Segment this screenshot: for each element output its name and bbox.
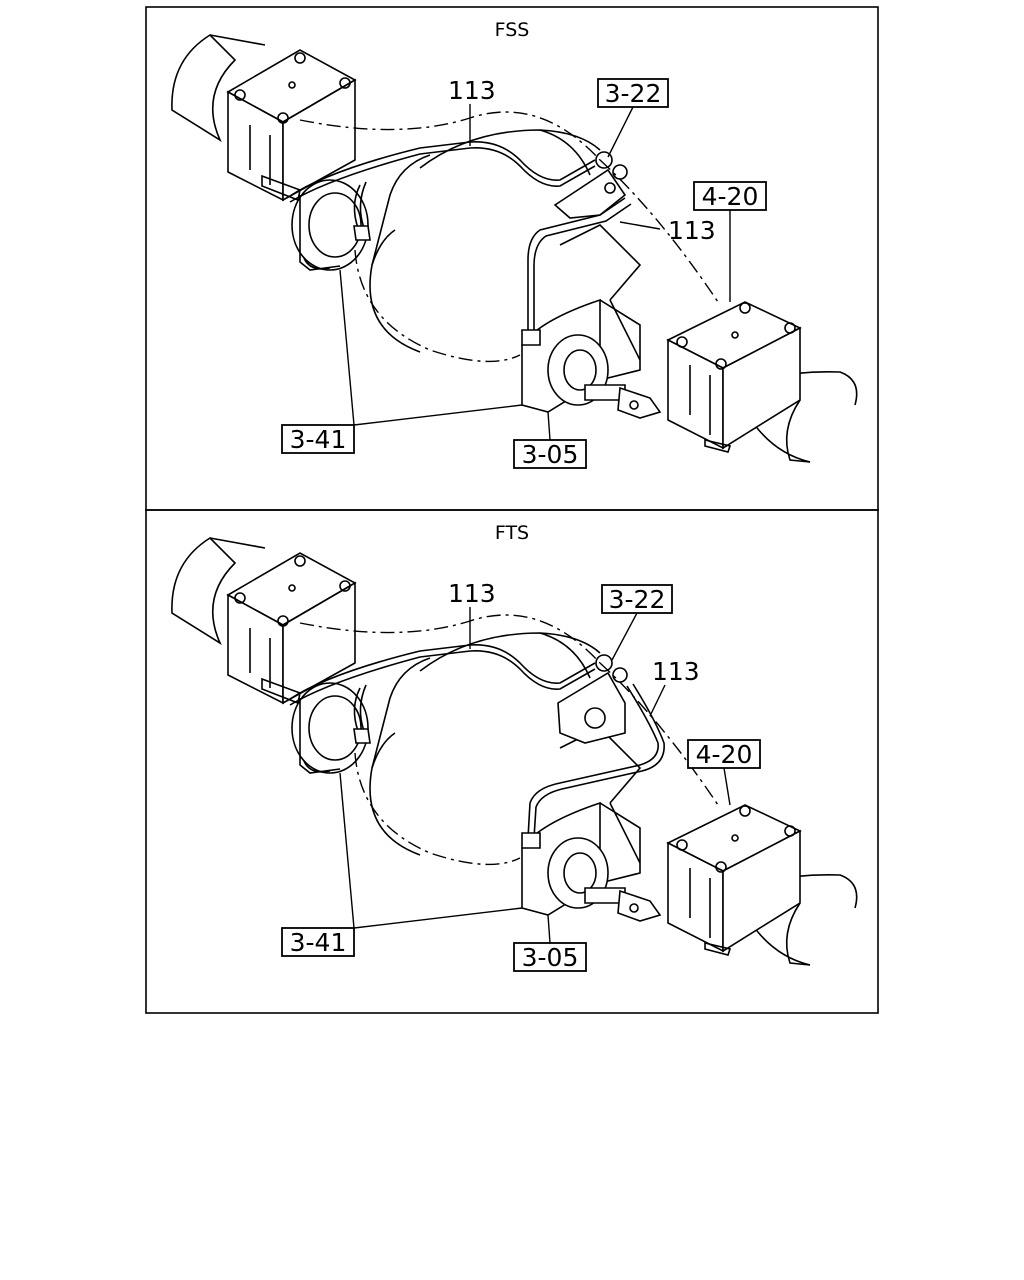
callout-113-lower: 113: [652, 657, 700, 686]
callout-113-upper: 113: [448, 579, 496, 608]
callout-113-upper: 113: [448, 76, 496, 105]
callout-3-05: 3-05: [522, 440, 579, 469]
callout-3-41: 3-41: [290, 928, 347, 957]
panel-fts: FTS 113 113 3-22 4-20 3-41 3-05: [145, 509, 879, 1014]
callout-4-20: 4-20: [696, 740, 753, 769]
callout-3-22: 3-22: [605, 79, 662, 108]
callout-3-05: 3-05: [522, 943, 579, 972]
panel-title: FSS: [495, 19, 530, 41]
panel-fss: FSS 113 113 3-22 4-20 3-41 3-05: [145, 6, 879, 511]
callout-113-lower: 113: [668, 216, 716, 245]
callout-3-22: 3-22: [609, 585, 666, 614]
callout-3-41: 3-41: [290, 425, 347, 454]
panel-title: FTS: [495, 522, 529, 544]
callout-4-20: 4-20: [702, 182, 759, 211]
